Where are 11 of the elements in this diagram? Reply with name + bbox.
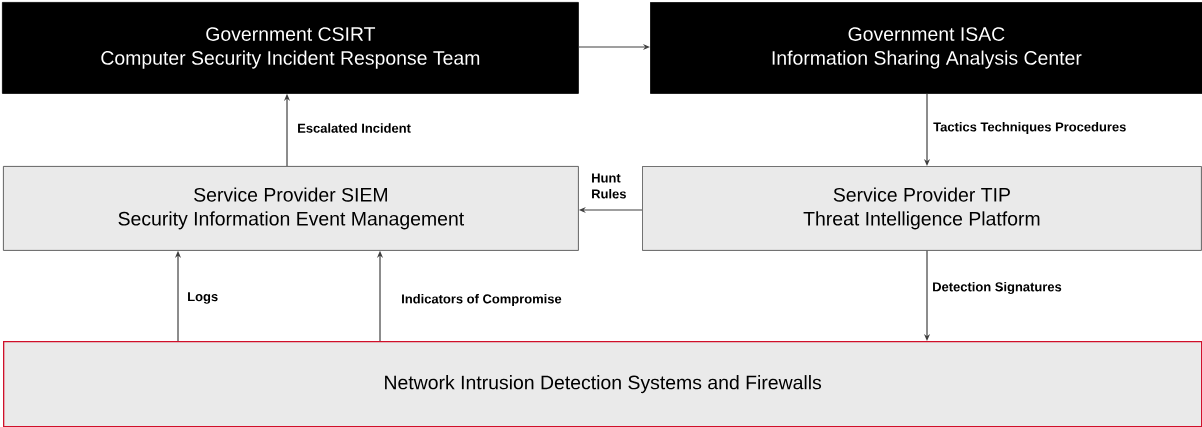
team-box: Government ISAC Information Sharing Analysis Center — [650, 2, 1202, 94]
edge-label: Logs — [188, 292, 218, 304]
edge-label: Hunt Rules — [592, 173, 626, 199]
team-box: Government CSIRT Computer Security Incident Response Team — [2, 2, 579, 94]
edge-label: Tactics Techniques Procedures — [933, 121, 1126, 135]
network-box: Network Intrusion Detection Systems and Firewalls — [3, 341, 1202, 427]
edge-label: Detection Signatures — [933, 281, 1062, 295]
system-box: Service Provider TIP Threat Intelligence Platform — [642, 166, 1202, 251]
edge-label: Escalated Incident — [298, 123, 411, 133]
system-box: Service Provider SIEM Security Information Event Management — [3, 166, 579, 251]
edge-label: Indicators of Compromise — [402, 293, 562, 307]
